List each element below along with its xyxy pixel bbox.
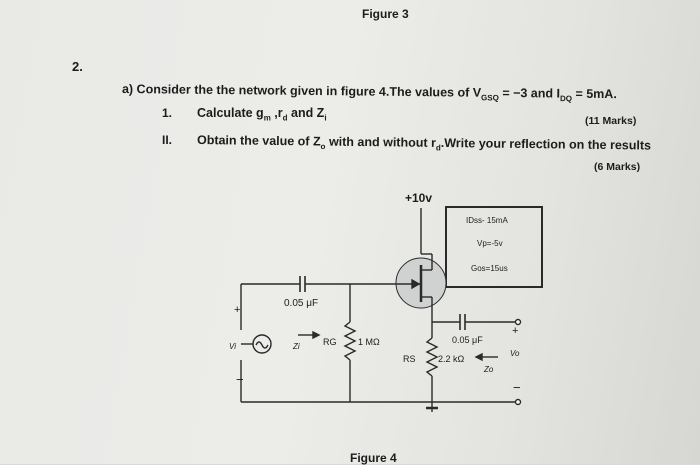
rg-value: 1 MΩ [358, 337, 380, 347]
input-cap-label: 0.05 μF [284, 298, 318, 309]
question-number: 2. [72, 59, 83, 74]
item-2-marks: (6 Marks) [594, 161, 641, 173]
param-gos: Gos=15us [471, 264, 508, 273]
param-idss: IDss- 15mA [466, 216, 508, 225]
rg-resistor [343, 321, 357, 361]
item-1-text: Calculate gm ,rd and Zi [197, 106, 327, 123]
rs-resistor [425, 337, 439, 377]
rs-label: RS [403, 354, 416, 364]
rg-label: RG [323, 337, 337, 347]
output-plus: + [512, 325, 518, 337]
item-1-number: 1. [162, 106, 173, 120]
param-vp: Vp=-5v [477, 239, 503, 248]
figure-3-label: Figure 3 [362, 7, 409, 21]
input-plus: + [234, 304, 240, 316]
vi-label: Vi [229, 342, 236, 351]
supply-label: +10v [405, 191, 432, 205]
figure-4-label: Figure 4 [350, 451, 397, 465]
output-cap-label: 0.05 μF [452, 335, 483, 345]
parameter-box [445, 206, 543, 288]
rs-value: 2.2 kΩ [438, 354, 465, 364]
zi-label: Zi [292, 342, 300, 351]
item-1-marks: (11 Marks) [585, 115, 637, 127]
item-2-number: II. [162, 133, 173, 147]
zo-label: Zo [483, 365, 494, 374]
output-minus: − [513, 380, 521, 395]
vo-label: Vo [510, 349, 520, 358]
input-minus: − [236, 372, 244, 387]
